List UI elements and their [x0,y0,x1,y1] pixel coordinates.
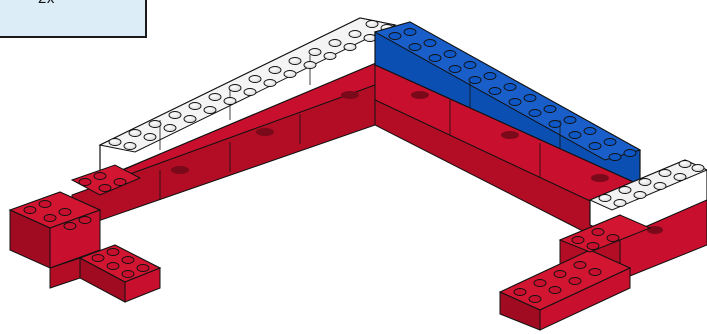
red-right-front-step [500,215,650,330]
